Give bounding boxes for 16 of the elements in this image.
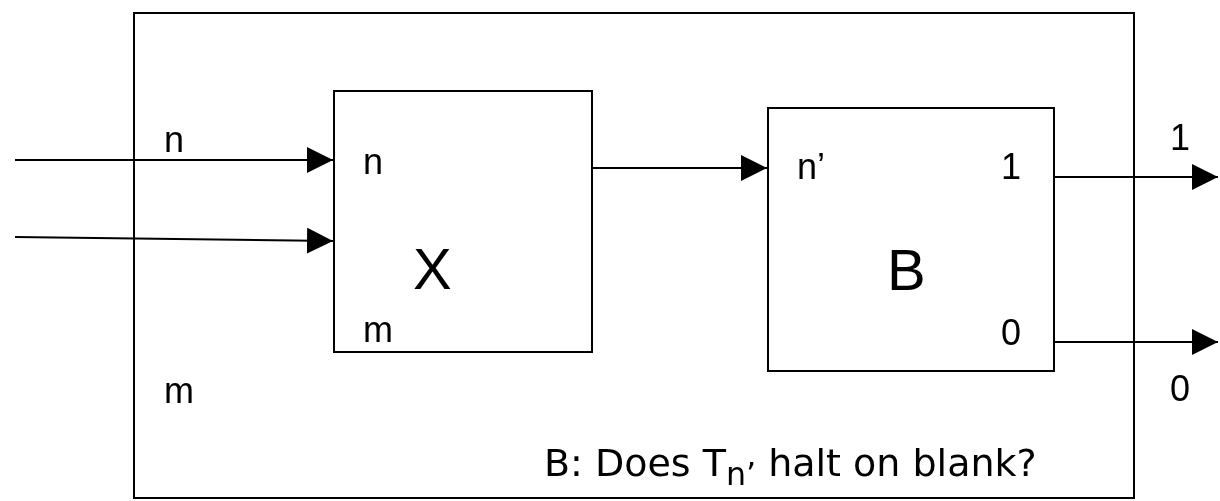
arrow xyxy=(14,147,334,173)
block-name: B xyxy=(887,241,926,299)
arrow xyxy=(592,155,768,181)
block-box xyxy=(767,107,1055,372)
port-label: n’ xyxy=(797,149,826,185)
port-label: n xyxy=(363,144,384,180)
arrow xyxy=(1054,164,1219,190)
arrow xyxy=(14,227,334,254)
block-name: X xyxy=(413,240,452,298)
port-label: m xyxy=(363,312,393,348)
note-text: B: Does T$_{n’}$ halt on blank? xyxy=(544,444,1037,491)
system-box xyxy=(133,12,1135,499)
block-box xyxy=(333,90,593,353)
port-label: 1 xyxy=(1001,149,1022,185)
port-label: 0 xyxy=(1001,315,1022,351)
arrow xyxy=(1054,329,1219,355)
